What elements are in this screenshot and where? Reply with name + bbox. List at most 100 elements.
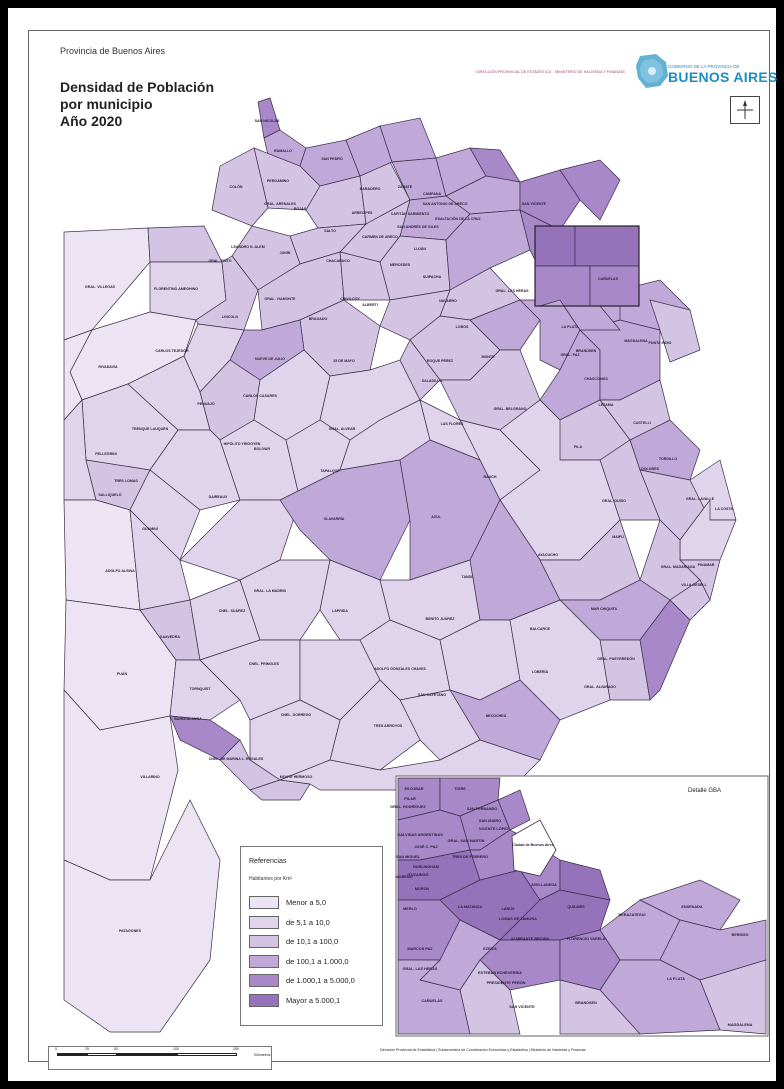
gba-municipality [397, 959, 471, 1035]
legend-swatch [249, 974, 279, 988]
municipality-label: PERGAMINO [267, 179, 289, 183]
gba-municipality [699, 959, 767, 1035]
municipality-label: LOBERÍA [532, 669, 549, 674]
municipality-label: OLAVARRÍA [324, 516, 345, 521]
municipality-label: CASTELLI [633, 421, 651, 425]
title-line-1: Densidad de Población [60, 79, 215, 95]
scale-segment [57, 1053, 87, 1056]
municipality-label: LINCOLN [222, 315, 238, 319]
municipality-label: CARMEN DE ARECO [362, 235, 398, 239]
municipality-label: CNEL. SUÁREZ [219, 608, 246, 613]
municipality-label: LAPRIDA [332, 609, 348, 613]
municipality-label: DAIREAUX [209, 495, 228, 499]
municipality [211, 147, 269, 227]
municipality [534, 265, 591, 307]
municipality-label: ZÁRATE [398, 184, 413, 189]
municipality-label: CHACABUCO [326, 259, 350, 263]
province-shape-logo [636, 54, 668, 88]
municipality [519, 169, 581, 231]
caba-area [511, 819, 557, 877]
municipality-label: TRENQUE LAUQUEN [132, 427, 169, 431]
municipality-label: PELLEGRINI [95, 452, 117, 456]
municipality-label: SAN CAYETANO [418, 693, 446, 697]
title-line-3: Año 2020 [60, 113, 123, 129]
municipality-label: ROQUE PÉREZ [427, 358, 454, 363]
legend-label: de 10,1 a 100,0 [286, 937, 339, 947]
municipality-label: SAN VICENTE [509, 1005, 535, 1009]
municipality-label: MALVINAS ARGENTINAS [397, 833, 443, 837]
scale-tick: 100 [173, 1047, 179, 1051]
municipality-label: SAN ANTONIO DE ARECO [423, 202, 468, 206]
municipality-label: GRAL. RODRÍGUEZ [390, 804, 426, 809]
legend-item: de 100,1 a 1.000,0 [249, 952, 355, 972]
municipality-label: LEANDRO N. ALEM [231, 245, 264, 249]
municipality-label: RAUCH [484, 475, 497, 479]
municipality-label: DOLORES [641, 467, 659, 471]
municipality-label: BALCARCE [530, 627, 551, 631]
legend-swatch [249, 935, 279, 949]
municipality-label: BRANDSEN [575, 1001, 597, 1005]
legend-swatch [249, 896, 279, 910]
municipality-label: MAGDALENA [728, 1023, 753, 1027]
municipality-label: HIPÓLITO YRIGOYEN [224, 441, 261, 446]
municipality-label: SAN NICOLÁS [255, 118, 280, 123]
municipality-label: SUIPACHA [423, 275, 442, 279]
legend-swatch [249, 954, 279, 968]
province-name: Provincia de Buenos Aires [60, 46, 166, 56]
municipality-label: MERCEDES [390, 263, 411, 267]
municipality-label: ALMIRANTE BROWN [511, 937, 549, 941]
municipality-label: PRESIDENTE PERÓN [487, 980, 526, 985]
gov-logo-text: BUENOS AIRES [668, 69, 778, 85]
municipality [639, 599, 691, 701]
municipality-label: VILLA GESELL [681, 583, 707, 587]
municipality-label: CAÑUELAS [421, 998, 443, 1003]
legend-swatch [249, 915, 279, 929]
municipality-label: GRAL. VILLEGAS [85, 285, 116, 289]
municipality-label: CNEL. PRINGLES [249, 662, 280, 666]
municipality-label: CHIVILCOY [340, 297, 360, 301]
municipality-label: GRAL. GUIDO [602, 499, 626, 503]
legend-item: de 1.000,1 a 5.000,0 [249, 971, 355, 991]
municipality-label: PUNTA INDIO [649, 341, 672, 345]
municipality-label: COLÓN [230, 184, 243, 189]
municipality-label: SALADILLO [422, 379, 443, 383]
municipality-label: GRAL. MADARIAGA [661, 565, 696, 569]
municipality-label: LEZAMA [599, 403, 614, 407]
municipality-label: SAN ANDRÉS DE GILES [397, 224, 439, 229]
municipality [574, 225, 640, 267]
scale-unit: Kilómetros [254, 1053, 271, 1057]
municipality-label: SAN ISIDRO [479, 819, 501, 823]
municipality-label: PILA [574, 445, 583, 449]
municipality-label: GRAL. VIAMONTE [264, 297, 296, 301]
municipality-label: GRAL. BELGRANO [494, 407, 527, 411]
municipality-label: GRAL. ARENALES [264, 202, 296, 206]
municipality-label: CHASCOMÚS [584, 376, 608, 381]
municipality-label: CARLOS CASARES [243, 394, 277, 398]
municipality [649, 299, 701, 363]
municipality-label: LUJÁN [414, 246, 426, 251]
municipality-label: TIGRE [454, 787, 466, 791]
municipality-label: GRAL. LA MADRID [254, 589, 287, 593]
municipality [63, 499, 141, 611]
municipality-label: FLORENTINO AMEGHINO [154, 287, 198, 291]
municipality-label: ADOLFO ALSINA [105, 569, 135, 573]
gba-municipality [639, 879, 741, 931]
municipality-label: VILLARINO [140, 775, 160, 779]
municipality-label: GRAL. PINTO [208, 259, 231, 263]
north-arrow-icon [730, 96, 760, 124]
municipality-label: LA PLATA [667, 977, 685, 981]
ministry-text: DIRECCIÓN PROVINCIAL DE ESTADÍSTICA MINI… [455, 70, 625, 74]
municipality-label: BARADERO [360, 187, 381, 191]
municipality [179, 499, 301, 581]
municipality [249, 779, 311, 801]
municipality-label: TORDILLO [659, 457, 678, 461]
legend-item: Menor a 5,0 [249, 893, 355, 913]
legend-label: de 100,1 a 1.000,0 [286, 956, 349, 966]
municipality-label: MONTE [482, 355, 496, 359]
municipality [534, 225, 576, 267]
gba-municipality [559, 979, 641, 1035]
scale-tick: 25 [85, 1047, 89, 1051]
municipality [63, 227, 151, 341]
municipality-label: TORNQUIST [189, 687, 211, 691]
